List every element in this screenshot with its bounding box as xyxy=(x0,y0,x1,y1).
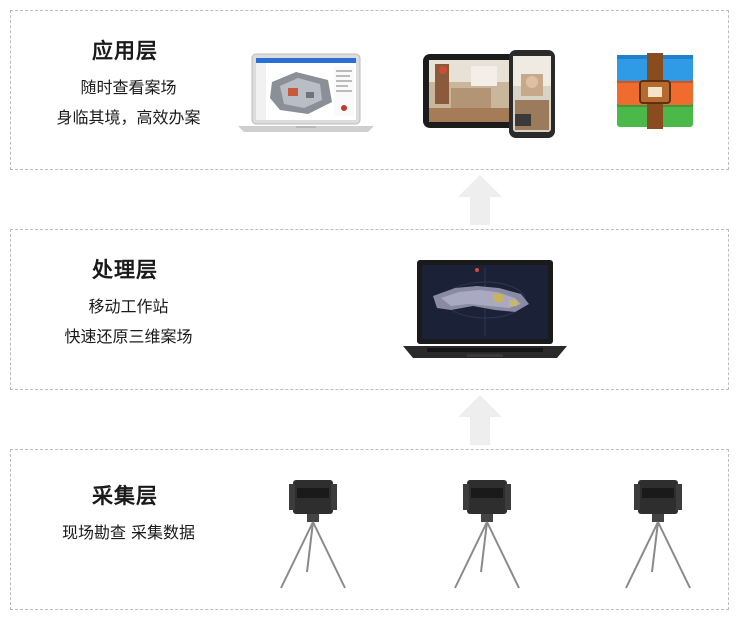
application-layer-title: 应用层 xyxy=(92,39,158,63)
collection-layer-description: 现场勘查 采集数据 xyxy=(41,518,216,548)
processing-layer-description: 移动工作站 快速还原三维案场 xyxy=(41,292,216,352)
tablet-phone-icon xyxy=(423,50,555,138)
processing-desc-line2: 快速还原三维案场 xyxy=(64,327,193,346)
processing-layer-title: 处理层 xyxy=(92,258,158,282)
laptop-icon xyxy=(238,53,374,132)
application-desc-line2: 身临其境，高效办案 xyxy=(56,108,201,127)
collection-layer-panel: 采集层 现场勘查 采集数据 xyxy=(10,449,729,610)
scanner-tripod-icon xyxy=(280,480,346,589)
processing-desc-line1: 移动工作站 xyxy=(88,297,169,316)
application-desc-line1: 随时查看案场 xyxy=(80,78,177,97)
up-arrow-icon xyxy=(458,175,502,225)
scanner-tripod-icon xyxy=(454,480,520,589)
scanner-tripod-icon xyxy=(625,480,691,589)
collection-desc-line1: 现场勘查 采集数据 xyxy=(61,523,196,542)
collection-layer-title: 采集层 xyxy=(92,484,158,508)
up-arrow-icon xyxy=(458,395,502,445)
archive-icon xyxy=(617,53,693,129)
application-layer-panel: 应用层 随时查看案场 身临其境，高效办案 xyxy=(10,10,729,170)
application-layer-description: 随时查看案场 身临其境，高效办案 xyxy=(41,73,216,133)
processing-layer-panel: 处理层 移动工作站 快速还原三维案场 xyxy=(10,229,729,390)
workstation-laptop-icon xyxy=(403,260,567,358)
